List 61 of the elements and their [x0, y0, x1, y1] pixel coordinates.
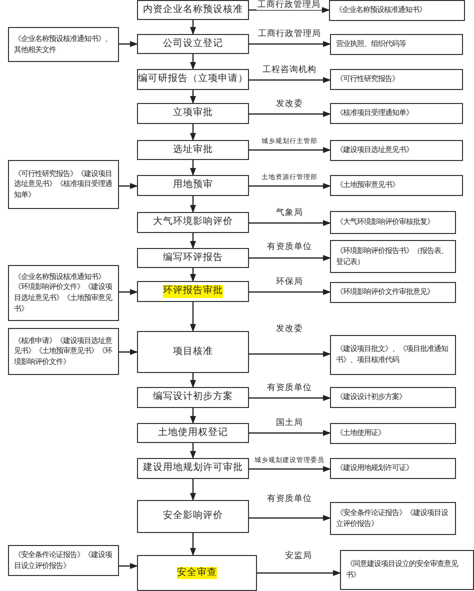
arrow	[190, 302, 196, 332]
process-box: 大气环境影响评价	[137, 212, 249, 233]
edge-label: 发改委	[275, 324, 304, 334]
arrow	[249, 220, 331, 226]
arrow	[190, 233, 196, 249]
arrow	[190, 160, 196, 176]
process-box: 编可研报告（立项申请）	[137, 69, 249, 90]
edge-label: 工程咨询机构	[262, 65, 318, 76]
edge-label: 发改委	[275, 99, 304, 110]
arrow	[119, 289, 138, 295]
process-box: 建设用地规划许可审批	[137, 458, 249, 479]
process-box: 用地预审	[137, 175, 249, 196]
arrow	[249, 111, 331, 117]
arrow	[190, 479, 196, 501]
arrow	[249, 466, 331, 472]
arrow	[190, 443, 196, 459]
edge-label: 工商行政管理局	[257, 29, 322, 40]
arrow	[119, 563, 138, 569]
arrow	[190, 408, 196, 424]
arrow	[249, 147, 331, 153]
edge-label: 环保局	[275, 277, 304, 288]
arrow	[249, 351, 331, 357]
arrow	[190, 54, 196, 70]
arrow	[190, 373, 196, 388]
edge-label: 工商行政管理局	[256, 0, 322, 10]
process-box: 内资企业名称预设核准	[137, 0, 249, 20]
edge-label: 安监局	[284, 551, 313, 562]
process-box: 公司设立登记	[137, 34, 249, 54]
process-box: 项目核准	[137, 331, 249, 373]
arrow	[249, 183, 331, 189]
process-box: 安全审查	[137, 555, 257, 591]
arrow	[249, 515, 331, 521]
arrow	[190, 20, 196, 35]
edge-label: 气象局	[275, 208, 304, 218]
process-box: 环评报告审批	[137, 281, 249, 302]
arrow	[249, 41, 331, 47]
process-box: 编写环评报告	[137, 248, 249, 268]
arrow	[119, 41, 138, 47]
process-box: 安全影响评价	[137, 500, 249, 533]
arrow	[249, 77, 331, 83]
edge-label: 有资质单位	[266, 494, 313, 504]
process-box: 选址审批	[137, 140, 249, 160]
arrow	[249, 395, 331, 401]
arrow	[249, 255, 331, 261]
arrow	[119, 183, 138, 189]
arrow	[249, 7, 330, 13]
arrow	[257, 570, 341, 576]
edge-label: 国土局	[275, 418, 304, 428]
process-box: 编写设计初步方案	[137, 387, 249, 408]
arrow	[190, 124, 196, 141]
process-box: 土地使用权登记	[137, 423, 249, 443]
edge-label: 有资质单位	[266, 383, 313, 394]
edge-label: 有资质单位	[266, 242, 313, 252]
arrow	[119, 349, 138, 355]
arrow	[190, 90, 196, 104]
arrow	[249, 289, 331, 295]
arrow	[190, 268, 196, 282]
arrow	[190, 196, 196, 213]
process-box: 立项审批	[137, 103, 249, 124]
arrow	[249, 430, 331, 436]
arrow	[190, 533, 196, 556]
